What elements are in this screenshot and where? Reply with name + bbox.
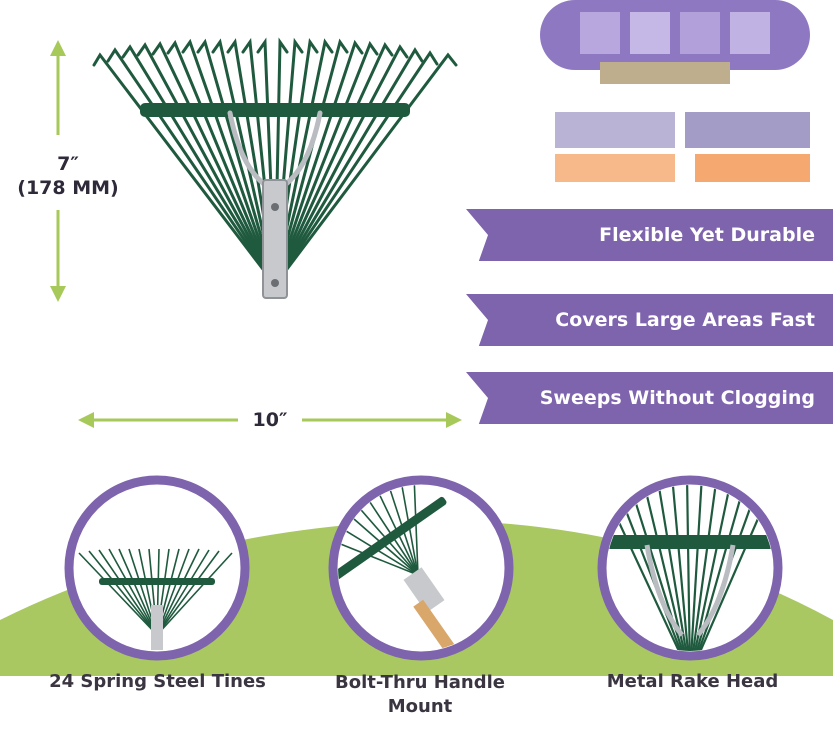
feature-circle-mount [328,475,514,661]
height-value: 7″ [57,153,79,175]
banner-sweeps: Sweeps Without Clogging [466,372,833,424]
height-arrow [50,40,66,302]
height-metric: (178 MM) [17,177,119,199]
feature-circle-head [597,475,783,661]
banner-flexible: Flexible Yet Durable [466,209,833,261]
caption-mount: Bolt-Thru Handle Mount [334,672,506,717]
caption-tines: 24 Spring Steel Tines [49,671,266,692]
brand-logo [540,0,810,95]
caption-head: Metal Rake Head [606,671,779,692]
feature-circle-tines [64,475,250,661]
rake-head-illustration [92,37,458,299]
brand-tagline [555,112,810,187]
width-label: 10″ [252,409,288,431]
banner-covers: Covers Large Areas Fast [466,294,833,346]
height-label: 7″ (178 MM) [8,152,128,200]
width-arrow [78,412,462,428]
